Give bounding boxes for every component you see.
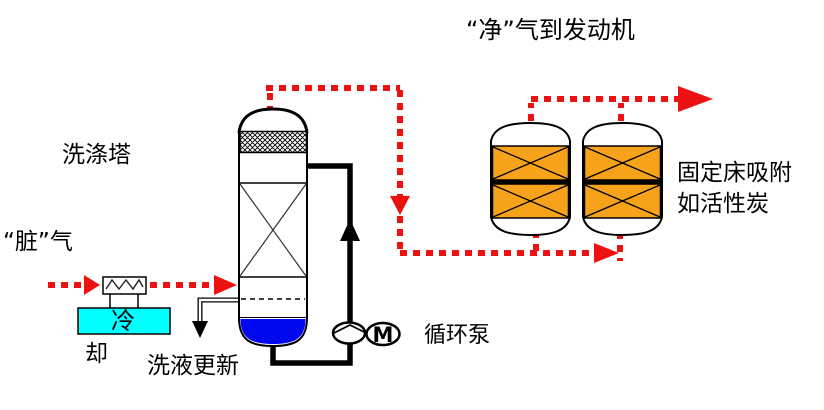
vessel1-x2: [492, 146, 569, 180]
drain-arrow: [192, 321, 208, 338]
pump-impeller-lines: [333, 323, 365, 334]
label-dirty-gas: “脏”气: [3, 229, 73, 255]
label-clean-gas-to-engine: “净”气到发动机: [466, 16, 635, 44]
arrow-into-adsorber2-bottom: [594, 243, 619, 263]
scrubbing-tower: [237, 107, 309, 348]
vessel2-x4: [584, 184, 661, 218]
drain-pipe-inner: [198, 298, 238, 322]
tower-dome: [237, 107, 309, 134]
tower-body: [238, 130, 308, 319]
arrow-dirty-gas-into-cooler: [84, 275, 100, 295]
label-circulation-pump: 循环泵: [424, 323, 490, 348]
adsorber-vessel-1: [490, 121, 571, 237]
drain-pipe-outer: [197, 297, 238, 321]
adsorber-vessel-2: [582, 121, 663, 237]
vessel1-x4: [492, 184, 569, 218]
coolant-tank: [77, 307, 171, 335]
motor-ellipse: [365, 321, 401, 347]
motor-label: M: [373, 323, 394, 347]
label-fixed-bed-line2: 如活性炭: [677, 191, 769, 217]
arrow-down-to-adsorbers: [390, 196, 410, 215]
heat-exchanger-box: [102, 276, 147, 295]
tower-liquid-sump: [240, 319, 306, 344]
gas-cooler: 冷 却: [77, 276, 171, 367]
heat-exchanger-coil: [105, 278, 144, 291]
label-wash-liquid-renewal: 洗液更新: [147, 353, 239, 379]
vessel2-x2: [584, 146, 661, 180]
pipe-up-arrow: [340, 219, 360, 241]
cooler-label-bottom: 却: [85, 341, 108, 367]
gas-flow-arrowheads: [84, 86, 713, 295]
cooler-label-top: 冷: [111, 307, 135, 335]
arrow-dirty-gas-into-tower: [214, 275, 237, 295]
circulation-pump-symbol: M: [331, 321, 401, 347]
label-scrubber-tower: 洗涤塔: [62, 142, 131, 168]
arrow-clean-gas-to-engine: [678, 86, 713, 112]
circulation-pipe: [270, 163, 353, 366]
wash-renewal-drain: [192, 297, 238, 338]
label-fixed-bed-line1: 固定床吸附: [677, 160, 792, 186]
packing-x-line-2: [239, 183, 307, 277]
tower-demister-pad: [239, 130, 308, 154]
